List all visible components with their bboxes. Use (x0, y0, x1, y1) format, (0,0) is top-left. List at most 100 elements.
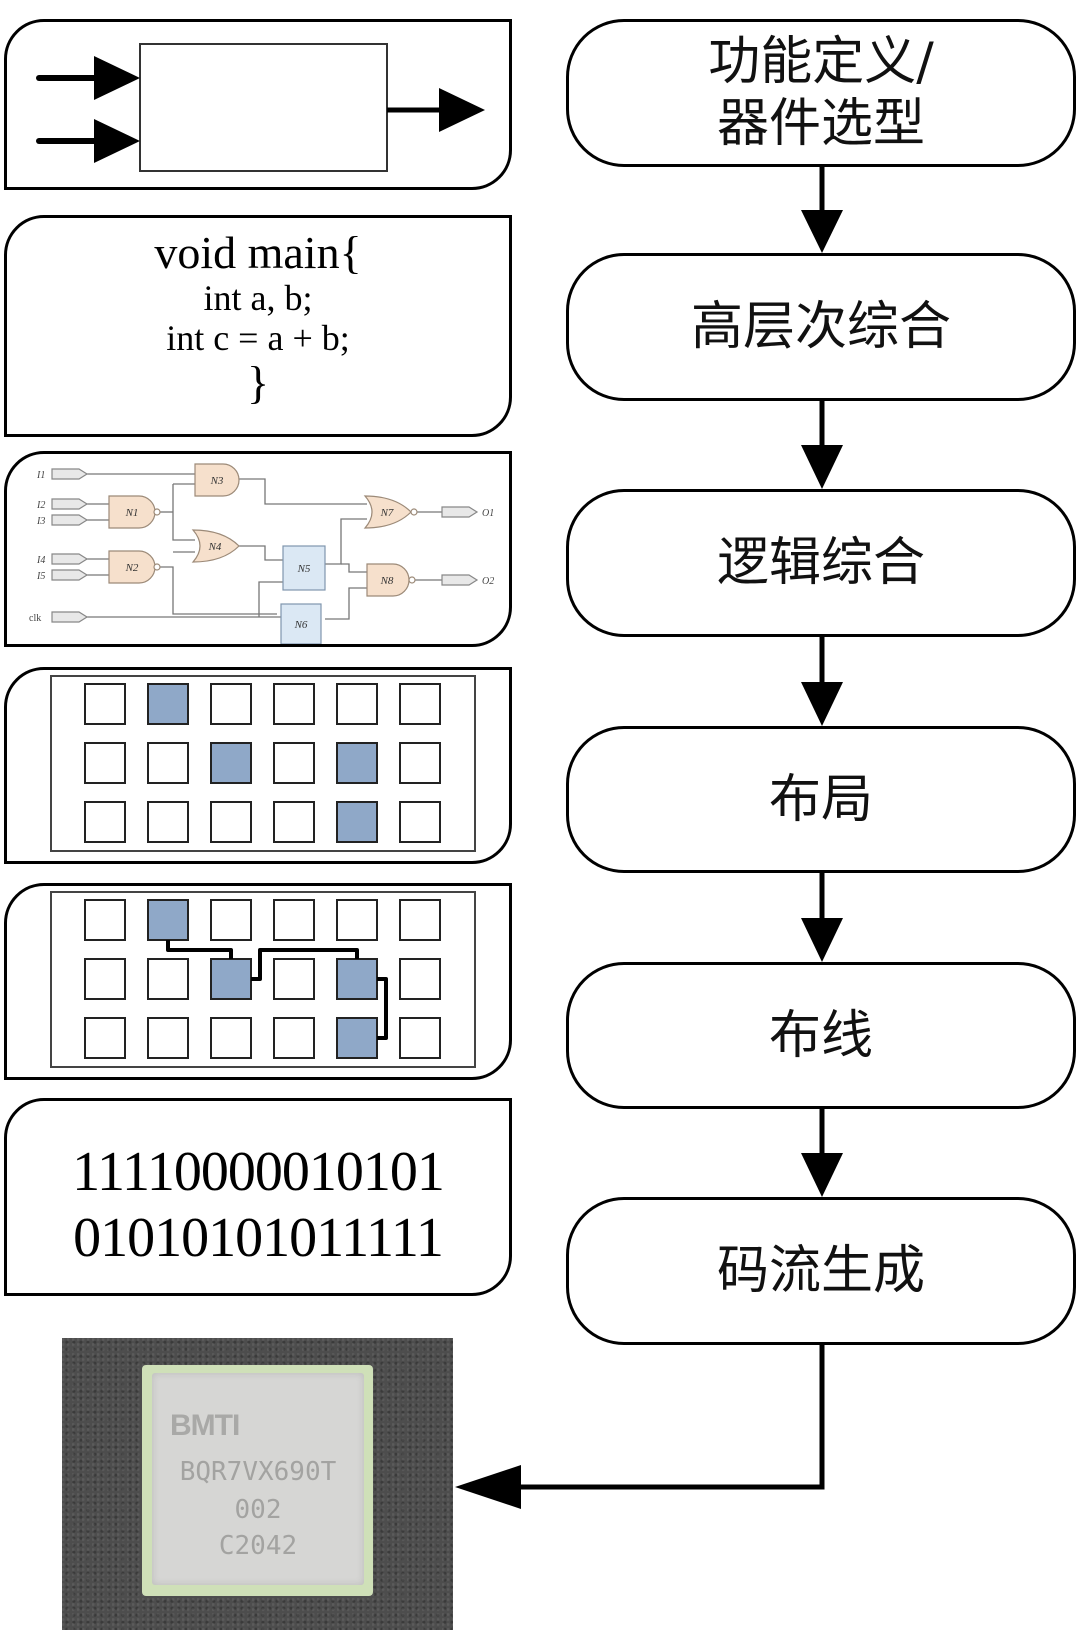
logic-cell-empty (84, 899, 126, 941)
flow-step-label: 逻辑综合 (716, 533, 925, 593)
logic-cell-empty (273, 899, 315, 941)
flip-flops (280, 545, 326, 645)
logic-cell-empty (147, 1017, 189, 1059)
bitstream-line-2: 01010101011111 (73, 1207, 444, 1269)
port-o2 (441, 574, 479, 586)
arrow-down-2 (801, 401, 843, 489)
gate-n2-bubble (153, 563, 161, 571)
logic-cell-empty (147, 742, 189, 784)
logic-cell-empty (273, 801, 315, 843)
input-arrow-1 (36, 56, 140, 100)
flow-step-label: 码流生成 (716, 1241, 925, 1301)
bitstream-panel: 11110000010101 01010101011111 (4, 1098, 512, 1296)
code-line-2: int a, b; (203, 278, 313, 318)
port-o1 (441, 506, 479, 518)
fpga-chip-photo: BMTI BQR7VX690T 002 C2042 (62, 1338, 453, 1630)
logic-cell-empty (399, 801, 441, 843)
flow-step-logic-synthesis: 逻辑综合 (566, 489, 1076, 637)
block-diagram-panel (4, 19, 512, 190)
chip-code-1: 002 (234, 1495, 282, 1525)
flow-step-label: 高层次综合 (690, 297, 951, 357)
port-labels: I1 I2 I3 I4 I5 clk O1 O2 (29, 470, 494, 624)
flow-step-placement: 布局 (566, 726, 1076, 873)
output-arrow (387, 88, 485, 132)
logic-cell-empty (84, 1017, 126, 1059)
label-n2: N2 (125, 562, 139, 574)
logic-cell-empty (210, 801, 252, 843)
flow-step-label: 布线 (768, 1005, 873, 1066)
bitstream-text: 11110000010101 01010101011111 (7, 1139, 509, 1271)
chip-lid: BMTI BQR7VX690T 002 C2042 (152, 1373, 364, 1585)
arrow-to-chip (455, 1345, 825, 1509)
logic-cell-used (147, 683, 189, 725)
arrow-down-4 (801, 873, 843, 962)
port-i4 (51, 553, 89, 565)
logic-cell-used (336, 801, 378, 843)
label-n4: N4 (208, 541, 222, 553)
arrow-down-5 (801, 1109, 843, 1197)
logic-cell-used (336, 958, 378, 1000)
logic-cell-used (210, 958, 252, 1000)
flow-step-label: 功能定义/ (708, 32, 934, 92)
label-o1: O1 (482, 508, 494, 519)
chip-model: BQR7VX690T (179, 1457, 337, 1487)
bitstream-line-1: 11110000010101 (72, 1141, 445, 1203)
arrow-down-1 (801, 167, 843, 253)
logic-cell-empty (399, 683, 441, 725)
gate-n7 (363, 495, 412, 529)
logic-cell-empty (273, 742, 315, 784)
logic-cell-empty (84, 742, 126, 784)
gate-n1-bubble (153, 508, 161, 516)
gate-n3 (194, 463, 240, 497)
logic-cell-empty (273, 683, 315, 725)
label-n3: N3 (210, 475, 224, 487)
placement-grid (50, 675, 476, 852)
logic-cell-empty (84, 683, 126, 725)
label-o2: O2 (482, 576, 494, 587)
code-line-4: } (246, 357, 270, 408)
flow-step-bitstream-generation: 码流生成 (566, 1197, 1076, 1345)
flow-step-label: 器件选型 (716, 94, 925, 154)
arrow-down-3 (801, 637, 843, 726)
flow-step-high-level-synthesis: 高层次综合 (566, 253, 1076, 401)
route-wire-1 (166, 940, 233, 959)
logic-cell-empty (84, 958, 126, 1000)
label-n5: N5 (297, 563, 311, 575)
logic-cell-empty (336, 683, 378, 725)
logic-cell-empty (210, 899, 252, 941)
gate-n8-bubble (408, 576, 416, 584)
input-ports (51, 468, 479, 623)
label-i4: I4 (36, 555, 45, 566)
chip-brand-logo: BMTI (170, 1409, 240, 1442)
gate-labels: N1 N2 N3 N4 N5 N6 N7 N8 (125, 475, 394, 631)
gate-n7-bubble (410, 508, 418, 516)
port-i2 (51, 498, 89, 510)
port-i1 (51, 468, 89, 480)
logic-cell-empty (210, 1017, 252, 1059)
routing-panel (4, 883, 512, 1080)
logic-cell-empty (399, 958, 441, 1000)
code-line-3: int c = a + b; (166, 318, 350, 358)
flow-step-routing: 布线 (566, 962, 1076, 1109)
gate-n4 (191, 529, 240, 563)
logic-gates (108, 463, 418, 597)
input-arrow-2 (36, 119, 140, 163)
label-n1: N1 (125, 507, 139, 519)
logic-cell-empty (399, 899, 441, 941)
label-i1: I1 (36, 470, 45, 481)
ff-n6 (280, 603, 322, 645)
logic-cell-empty (399, 742, 441, 784)
chip-code-2: C2042 (218, 1531, 298, 1561)
logic-cell-used (210, 742, 252, 784)
gate-netlist-diagram: I1 I2 I3 I4 I5 clk O1 O2 N1 N2 (29, 463, 494, 645)
function-block (139, 43, 388, 172)
logic-cell-used (336, 1017, 378, 1059)
logic-cell-empty (273, 1017, 315, 1059)
hls-code-panel: void main{ int a, b; int c = a + b; } (4, 215, 512, 437)
logic-cell-empty (273, 958, 315, 1000)
label-n8: N8 (380, 575, 394, 587)
code-line-1: void main{ (154, 227, 362, 278)
label-n6: N6 (294, 619, 308, 631)
code-block: void main{ int a, b; int c = a + b; } (7, 228, 509, 408)
label-i5: I5 (36, 571, 45, 582)
